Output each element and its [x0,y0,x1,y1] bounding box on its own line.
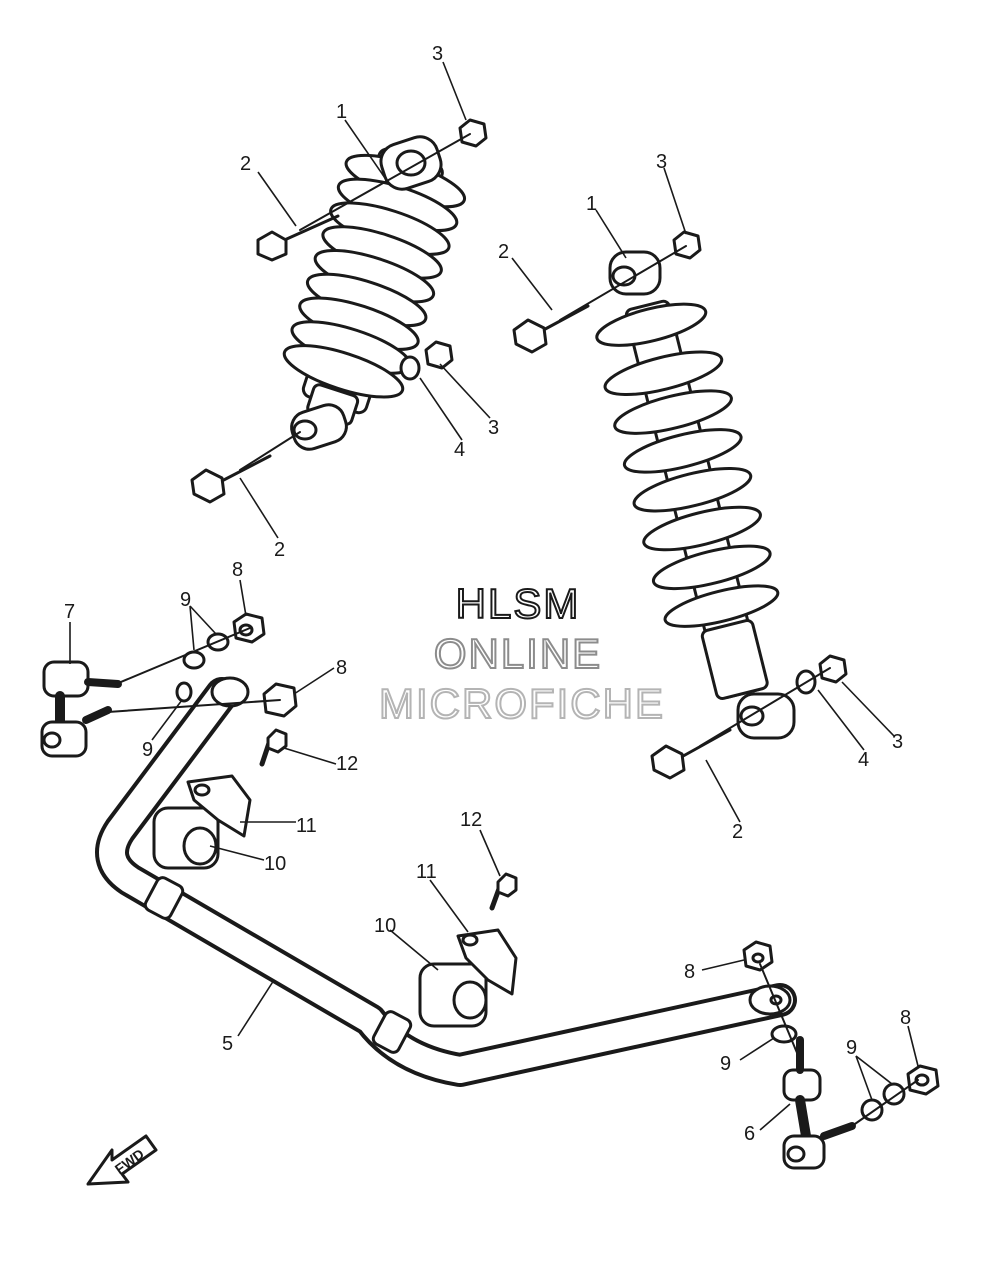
bolt-12-left[interactable] [259,728,288,767]
callout-9: 9 [846,1037,857,1059]
callout-4: 4 [454,439,465,461]
bushing-left[interactable] [152,806,220,870]
callout-10: 10 [264,853,286,875]
stabilizer-bar[interactable] [95,676,797,1087]
callout-10: 10 [374,915,396,937]
callout-numbers: 1 2 3 4 3 2 1 3 2 2 4 3 7 9 8 9 8 12 11 … [64,43,911,1145]
callout-3: 3 [488,417,499,439]
callout-12: 12 [336,753,358,775]
callout-8: 8 [232,559,243,581]
washer-left-mid[interactable] [399,355,421,381]
callout-8: 8 [900,1007,911,1029]
washer-9-left-lower[interactable] [175,681,193,703]
callout-9: 9 [180,589,191,611]
bolt-right-bottom[interactable] [650,728,732,780]
nut-8-right-lower[interactable] [906,1064,940,1096]
callout-12: 12 [460,809,482,831]
callout-2: 2 [498,241,509,263]
callout-2: 2 [240,153,251,175]
callout-1: 1 [586,193,597,215]
callout-8: 8 [684,961,695,983]
leader-lines [69,61,919,1131]
callout-3: 3 [892,731,903,753]
callout-11: 11 [416,861,437,883]
watermark-line-1: HLSM [456,580,581,627]
right-shock-absorber[interactable] [588,250,801,740]
callout-9: 9 [720,1053,731,1075]
bolt-left-top[interactable] [256,214,340,262]
bushing-right[interactable] [418,962,488,1028]
nut-8-right-upper[interactable] [742,940,774,972]
callout-3: 3 [432,43,443,65]
callout-4: 4 [858,749,869,771]
callout-11: 11 [296,815,317,837]
callout-2: 2 [274,539,285,561]
nut-left-top[interactable] [458,118,488,148]
callout-7: 7 [64,601,75,623]
nut-left-mid[interactable] [424,340,454,370]
callout-3: 3 [656,151,667,173]
callout-5: 5 [222,1033,233,1055]
callout-8: 8 [336,657,347,679]
bolt-12-right[interactable] [489,872,518,911]
callout-2: 2 [732,821,743,843]
fastener-axis-lines [107,133,919,1127]
bolt-right-top[interactable] [512,304,590,354]
left-shock-absorber[interactable] [269,132,472,453]
link-right[interactable] [782,1036,856,1170]
watermark-line-2: ONLINE [434,630,602,677]
link-left[interactable] [40,660,122,758]
nut-right-mid[interactable] [818,654,848,684]
watermark: HLSM ONLINE MICROFICHE [378,579,665,728]
nut-right-top[interactable] [672,230,702,260]
watermark-line-3: MICROFICHE [379,680,665,727]
fwd-arrow-icon: FWD [86,1134,158,1186]
callout-9: 9 [142,739,153,761]
holder-left[interactable] [186,774,252,838]
callout-6: 6 [744,1123,755,1145]
bolt-left-bottom[interactable] [190,454,272,504]
holder-right[interactable] [456,928,518,996]
callout-1: 1 [336,101,347,123]
